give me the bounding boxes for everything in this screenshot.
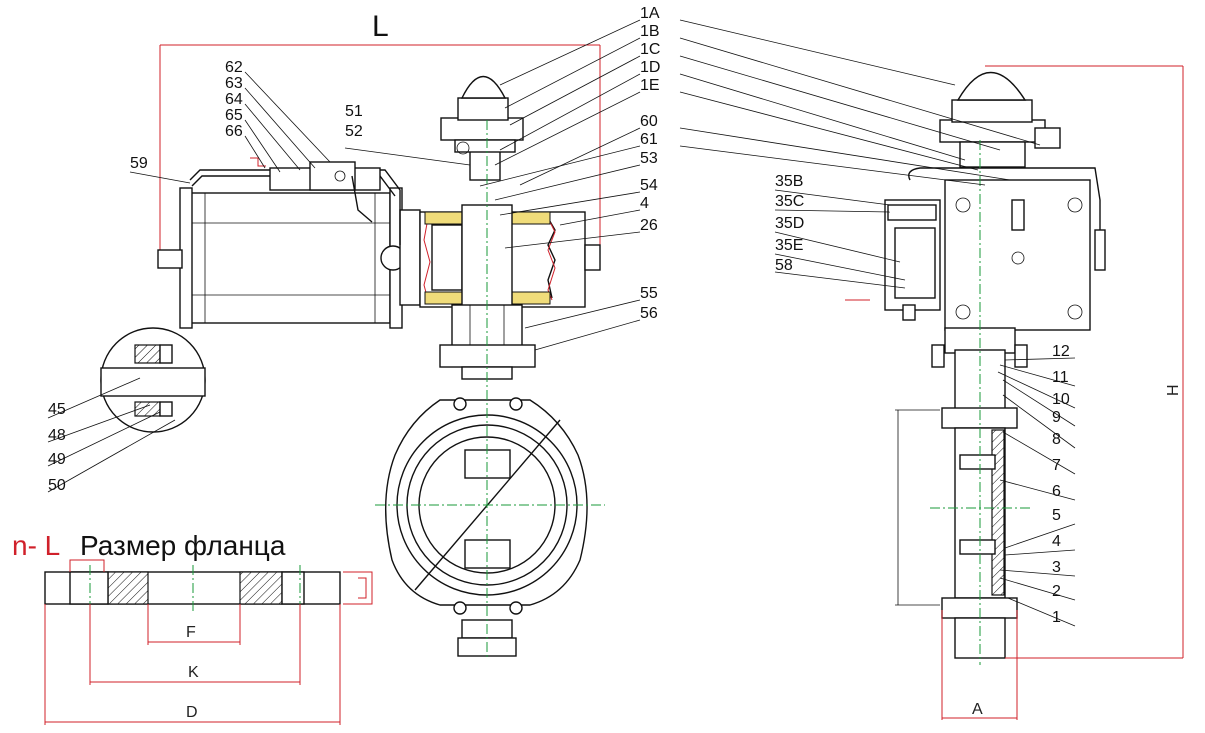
dimension-label-K: K bbox=[188, 664, 199, 681]
callout-26: 26 bbox=[640, 217, 658, 234]
callout-1e: 1E bbox=[640, 77, 660, 94]
actuator-front bbox=[157, 76, 605, 660]
callout-62: 62 bbox=[225, 59, 243, 76]
callout-35e: 35E bbox=[775, 237, 803, 254]
callout-3: 3 bbox=[1052, 559, 1061, 576]
callout-54: 54 bbox=[640, 177, 658, 194]
detail-section bbox=[100, 327, 206, 433]
callout-12: 12 bbox=[1052, 343, 1070, 360]
callout-1b: 1B bbox=[640, 23, 660, 40]
callout-8: 8 bbox=[1052, 431, 1061, 448]
title-text: Размер фланца bbox=[80, 530, 286, 561]
callout-1d: 1D bbox=[640, 59, 660, 76]
callout-1c: 1C bbox=[640, 41, 660, 58]
callout-35d: 35D bbox=[775, 215, 804, 232]
callout-45: 45 bbox=[48, 401, 66, 418]
callout-6: 6 bbox=[1052, 483, 1061, 500]
callout-66: 66 bbox=[225, 123, 243, 140]
callout-59: 59 bbox=[130, 155, 148, 172]
callout-52: 52 bbox=[345, 123, 363, 140]
callout-4-top: 4 bbox=[640, 195, 649, 212]
callout-60: 60 bbox=[640, 113, 658, 130]
actuator-side: H A bbox=[845, 65, 1184, 720]
callout-10: 10 bbox=[1052, 391, 1070, 408]
callout-4-side: 4 bbox=[1052, 533, 1061, 550]
callout-1: 1 bbox=[1052, 609, 1061, 626]
callout-51: 51 bbox=[345, 103, 363, 120]
flange-section: F K D bbox=[44, 559, 373, 725]
callout-56: 56 bbox=[640, 305, 658, 322]
leader-lines bbox=[47, 19, 1076, 627]
callout-63: 63 bbox=[225, 75, 243, 92]
callout-53: 53 bbox=[640, 150, 658, 167]
callout-11: 11 bbox=[1052, 369, 1069, 386]
dimension-label-D: D bbox=[186, 704, 198, 721]
callout-49: 49 bbox=[48, 451, 66, 468]
callout-35c: 35C bbox=[775, 193, 804, 210]
dimension-label-A: A bbox=[972, 701, 983, 718]
dimension-label-H: H bbox=[1165, 384, 1182, 396]
callout-labels: 1A 1B 1C 1D 1E 60 61 53 54 4 26 55 56 62… bbox=[48, 5, 1070, 626]
callout-50: 50 bbox=[48, 477, 66, 494]
callout-5: 5 bbox=[1052, 507, 1061, 524]
callout-35b: 35B bbox=[775, 173, 803, 190]
callout-2: 2 bbox=[1052, 583, 1061, 600]
callout-64: 64 bbox=[225, 91, 243, 108]
dimension-label-L: L bbox=[372, 10, 389, 43]
callout-9: 9 bbox=[1052, 409, 1061, 426]
dimension-label-F: F bbox=[186, 624, 196, 641]
callout-58: 58 bbox=[775, 257, 793, 274]
callout-61: 61 bbox=[640, 131, 658, 148]
title-prefix: n- L bbox=[12, 530, 60, 561]
callout-7: 7 bbox=[1052, 457, 1061, 474]
callout-48: 48 bbox=[48, 427, 66, 444]
callout-55: 55 bbox=[640, 285, 658, 302]
dimension-L: L bbox=[159, 10, 601, 255]
flange-title: n- L Размер фланца bbox=[12, 530, 286, 561]
callout-1a: 1A bbox=[640, 5, 660, 22]
callout-65: 65 bbox=[225, 107, 243, 124]
